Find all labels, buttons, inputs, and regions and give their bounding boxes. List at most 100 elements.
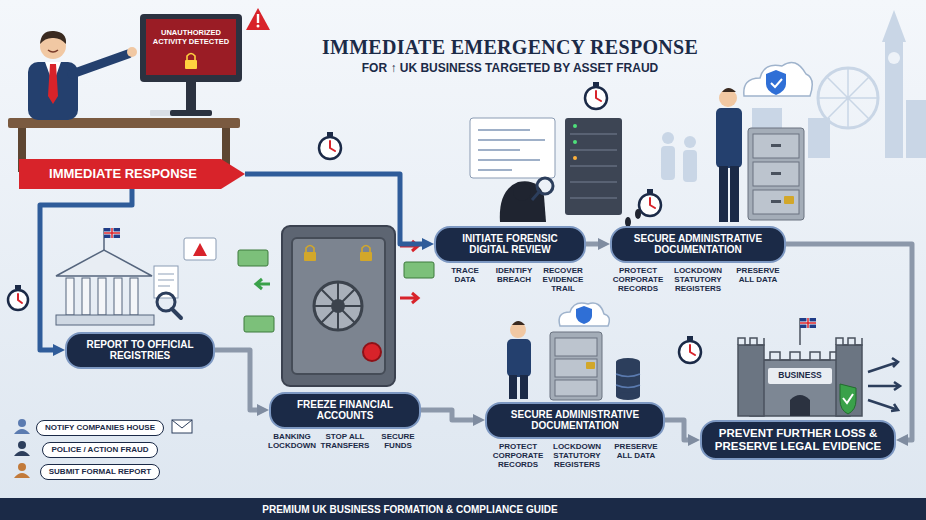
alert-monitor [185, 60, 197, 69]
stopwatch-icon [593, 82, 599, 86]
business-castle [840, 384, 856, 414]
records-cabinet-lower [559, 303, 609, 326]
alert-monitor [170, 110, 212, 116]
records-cabinet-lower [507, 303, 640, 400]
london-skyline [683, 150, 697, 182]
forensic-hacker-scene [565, 118, 622, 215]
flow-connector [586, 242, 598, 247]
alert-monitor [140, 14, 242, 82]
warning-icon [257, 25, 260, 28]
records-cabinet-lower [555, 359, 597, 377]
business-castle [800, 318, 816, 328]
forensic-hacker-scene [470, 118, 555, 178]
records-cabinet-lower [510, 322, 526, 338]
contact-icons [18, 463, 26, 471]
records-cabinet-lower [555, 380, 597, 396]
step-detail: SECURE FUNDS [373, 432, 423, 450]
records-cabinet-top [766, 70, 786, 95]
bank-vault [362, 246, 370, 253]
step-detail: LOCKDOWN STATUTORY REGISTERS [668, 266, 728, 294]
records-cabinet-lower [507, 339, 531, 377]
london-skyline [818, 68, 878, 128]
process-pill: FREEZE FINANCIAL ACCOUNTS [269, 392, 421, 429]
records-cabinet-lower [520, 375, 528, 399]
castle-sign: BUSINESS [778, 371, 821, 381]
process-pill: SECURE ADMINISTRATIVE DOCUMENTATION [485, 402, 665, 439]
records-cabinet-top [753, 134, 799, 158]
start-arrow-banner: IMMEDIATE RESPONSE [19, 159, 245, 189]
step-detail: STOP ALL TRANSFERS [319, 432, 371, 450]
business-castle [868, 382, 900, 390]
node-text: POLICE / ACTION FRAUD [51, 445, 148, 455]
records-cabinet-top [784, 196, 794, 204]
records-cabinet-top [716, 62, 812, 222]
stopwatch-icon [679, 341, 701, 363]
step-detail: PROTECT CORPORATE RECORDS [490, 442, 546, 470]
stopwatch-icon [15, 285, 21, 289]
stopwatch-icon [639, 189, 661, 216]
flow-connector [40, 189, 132, 350]
bank-vault [360, 252, 372, 261]
records-cabinet-lower [616, 374, 640, 388]
bank-vault [404, 262, 434, 278]
flow-connector [421, 410, 473, 420]
bank-vault [306, 246, 314, 253]
records-cabinet-lower [550, 332, 602, 400]
records-cabinet-lower [616, 362, 640, 396]
stopwatch-icon [319, 132, 341, 159]
records-cabinet-top [730, 166, 739, 222]
node-text: IMMEDIATE RESPONSE [49, 167, 197, 182]
stopwatch-icon [319, 137, 341, 159]
bank-vault [244, 316, 274, 332]
records-cabinet-top [771, 172, 781, 175]
step-detail: PRESERVE ALL DATA [732, 266, 784, 284]
forensic-hacker-scene [635, 209, 641, 219]
london-skyline [906, 100, 926, 158]
records-cabinet-lower [509, 375, 517, 399]
business-castle [768, 368, 832, 384]
forensic-hacker-scene [532, 192, 539, 200]
bank-vault [314, 282, 362, 330]
screen-alert-text: UNAUTHORIZED ACTIVITY DETECTED [149, 29, 233, 46]
node-text: REPORT TO OFFICIAL REGISTRIES [75, 339, 205, 362]
registry-building [82, 278, 90, 315]
records-cabinet-top [748, 128, 804, 220]
records-cabinet-top [771, 200, 781, 203]
alarmed-businessman [127, 47, 137, 57]
registry-building [56, 228, 216, 325]
forensic-hacker-scene [573, 156, 577, 160]
business-castle [750, 360, 850, 416]
arrow-shape [19, 159, 245, 189]
records-cabinet-top [753, 190, 799, 214]
subtitle: FOR ↑ UK BUSINESS TARGETED BY ASSET FRAU… [362, 62, 658, 76]
registry-building [172, 309, 181, 318]
warning-icon [246, 8, 270, 30]
action-pill: POLICE / ACTION FRAUD [42, 442, 157, 458]
records-cabinet-top [722, 88, 736, 92]
records-cabinet-lower [586, 362, 595, 369]
step-detail: LOCKDOWN STATUTORY REGISTERS [548, 442, 606, 470]
registry-building [56, 315, 154, 325]
registry-building [114, 278, 122, 315]
step-detail: BANKING LOCKDOWN [266, 432, 318, 450]
contact-icons [172, 420, 192, 433]
stopwatch-icon [596, 91, 601, 101]
node-text: SECURE ADMINISTRATIVE DOCUMENTATION [495, 409, 655, 432]
node-text: NOTIFY COMPANIES HOUSE [45, 423, 155, 433]
london-skyline [661, 146, 675, 180]
london-skyline [808, 118, 830, 158]
alert-monitor [186, 82, 196, 112]
business-castle [868, 358, 898, 372]
london-skyline [662, 132, 674, 144]
step-detail: PRESERVE ALL DATA [609, 442, 663, 460]
records-cabinet-top [719, 89, 737, 107]
flow-connector [245, 174, 422, 244]
registry-building [104, 228, 120, 238]
business-castle [836, 345, 862, 416]
process-pill: SECURE ADMINISTRATIVE DOCUMENTATION [610, 226, 786, 263]
bank-vault [363, 343, 381, 361]
business-castle [750, 352, 850, 360]
alarmed-businessman [48, 50, 58, 52]
records-cabinet-top [771, 144, 781, 147]
